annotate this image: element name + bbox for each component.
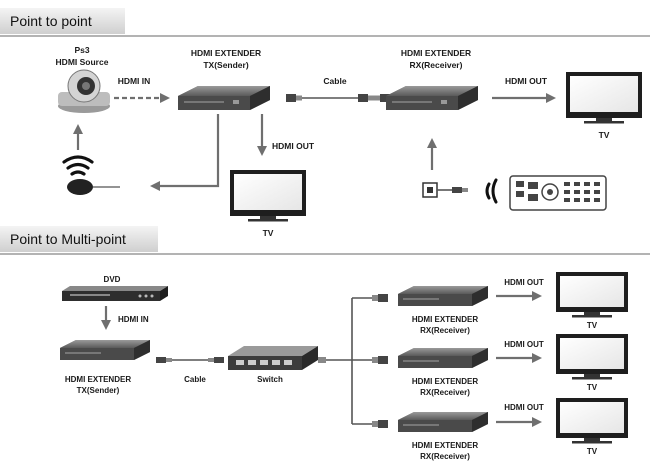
tv-bottom-icon: [230, 170, 306, 222]
receiver-tv-label: TV: [587, 447, 598, 456]
receiver-row-2: HDMI EXTENDER RX(Receiver) HDMI OUT TV: [398, 334, 628, 397]
p2mp-tx-extender-device: [60, 340, 150, 360]
receiver-hdmi-out-arrowhead: [532, 291, 542, 301]
switch-label: Switch: [257, 375, 283, 384]
p2mp-cable-connector: [156, 357, 224, 363]
ir-return-line: [158, 114, 220, 188]
cable-connector: [286, 94, 390, 102]
section-header-point-to-multipoint: Point to Multi-point: [0, 226, 650, 255]
receiver-hdmi-out-label: HDMI OUT: [504, 340, 544, 349]
p2mp-cable-label: Cable: [184, 375, 206, 384]
hdmi-out-down-arrowhead: [257, 146, 267, 156]
hdmi-out-right-arrowhead: [546, 93, 556, 103]
ir-return-arrowhead: [150, 181, 160, 191]
section-title-point-to-multipoint: Point to Multi-point: [10, 231, 126, 247]
ir-receiver-icon: [422, 182, 468, 198]
tx-label-line1: HDMI EXTENDER: [191, 48, 261, 58]
receiver-hdmi-out-arrowhead: [532, 353, 542, 363]
receiver-label-line1: HDMI EXTENDER: [412, 315, 478, 324]
rx-label-line2: RX(Receiver): [410, 60, 463, 70]
receiver-tv-label: TV: [587, 321, 598, 330]
receiver-row-1: HDMI EXTENDER RX(Receiver) HDMI OUT TV: [398, 272, 628, 335]
camera-source-icon: [58, 69, 110, 113]
receiver-extender-device: [398, 286, 488, 306]
p2mp-hdmi-in-arrowhead: [101, 320, 111, 330]
p2mp-hdmi-in-label: HDMI IN: [118, 315, 149, 324]
receiver-tv-icon: [556, 272, 628, 318]
receiver-label-line1: HDMI EXTENDER: [412, 377, 478, 386]
p2mp-tx-label-line1: HDMI EXTENDER: [65, 375, 131, 384]
ir-emitter-icon: [67, 179, 120, 195]
receiver-label-line2: RX(Receiver): [420, 388, 470, 397]
source-label-line1: Ps3: [74, 45, 89, 55]
network-switch-icon: [228, 346, 318, 370]
hdmi-in-arrowhead: [160, 93, 170, 103]
ir-up-arrowhead: [73, 124, 83, 134]
dvd-label: DVD: [104, 275, 121, 284]
hdmi-in-label: HDMI IN: [118, 76, 151, 86]
receiver-extender-device: [398, 348, 488, 368]
section-title-point-to-point: Point to point: [10, 13, 92, 29]
tx-extender-device: [178, 86, 270, 110]
receiver-label-line2: RX(Receiver): [420, 452, 470, 461]
remote-signal-icon: [485, 178, 498, 204]
receiver-hdmi-out-label: HDMI OUT: [504, 403, 544, 412]
source-label-line2: HDMI Source: [56, 57, 109, 67]
receiver-tv-label: TV: [587, 383, 598, 392]
hdmi-out-right-label: HDMI OUT: [505, 76, 548, 86]
receiver-row-3: HDMI EXTENDER RX(Receiver) HDMI OUT TV: [398, 398, 628, 461]
tv-right-icon: [566, 72, 642, 124]
receiver-label-line1: HDMI EXTENDER: [412, 441, 478, 450]
ir-receiver-up-arrowhead: [427, 138, 437, 148]
receiver-tv-icon: [556, 398, 628, 444]
p2mp-tx-label-line2: TX(Sender): [77, 386, 120, 395]
receiver-extender-device: [398, 412, 488, 432]
receiver-label-line2: RX(Receiver): [420, 326, 470, 335]
receiver-hdmi-out-arrowhead: [532, 417, 542, 427]
receiver-tv-icon: [556, 334, 628, 380]
tx-label-line2: TX(Sender): [203, 60, 249, 70]
rx-extender-device: [386, 86, 478, 110]
tv-bottom-label: TV: [263, 228, 274, 238]
wireless-signal-icon: [62, 155, 94, 176]
dvd-player-icon: [62, 286, 168, 301]
tv-right-label: TV: [599, 130, 610, 140]
rx-label-line1: HDMI EXTENDER: [401, 48, 471, 58]
section-header-point-to-point: Point to point: [0, 8, 650, 37]
receiver-hdmi-out-label: HDMI OUT: [504, 278, 544, 287]
switch-branch-cables: [318, 294, 388, 428]
remote-control-icon: [509, 175, 607, 211]
hdmi-out-down-label: HDMI OUT: [272, 141, 315, 151]
cable-label: Cable: [323, 76, 346, 86]
